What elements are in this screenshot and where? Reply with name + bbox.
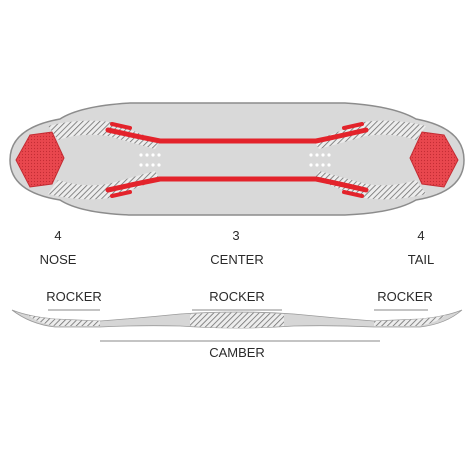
rocker-label-tail: ROCKER (377, 289, 433, 304)
insert-dots-left (139, 153, 161, 167)
stringer-right-bottom-stub (342, 190, 364, 198)
stringer-top (105, 127, 369, 144)
camber-label: CAMBER (209, 345, 265, 360)
tail-edge-hatch-top (314, 120, 426, 149)
insert-dots-right (309, 153, 331, 167)
nose-rocker-hatch (28, 315, 100, 326)
rocker-label-nose: ROCKER (46, 289, 102, 304)
nose-hexagon (15, 131, 65, 188)
center-value: 3 (232, 228, 240, 243)
nose-value: 4 (54, 228, 62, 243)
tail-rocker-hatch (374, 315, 446, 326)
tail-value: 4 (417, 228, 425, 243)
center-rocker-hatch (190, 312, 284, 328)
stringer-left-bottom-stub (110, 190, 132, 198)
nose-edge-hatch-bottom (48, 171, 160, 200)
center-label: CENTER (210, 252, 264, 267)
tail-edge-hatch-bottom (314, 171, 426, 200)
nose-edge-hatch-top (48, 120, 160, 149)
tail-label: TAIL (407, 252, 435, 267)
stringer-left-top-stub (110, 122, 132, 130)
nose-label: NOSE (39, 252, 77, 267)
tail-hexagon (409, 131, 459, 188)
stringer-bottom (105, 176, 369, 193)
stringer-right-top-stub (342, 122, 364, 130)
rocker-label-center: ROCKER (209, 289, 265, 304)
